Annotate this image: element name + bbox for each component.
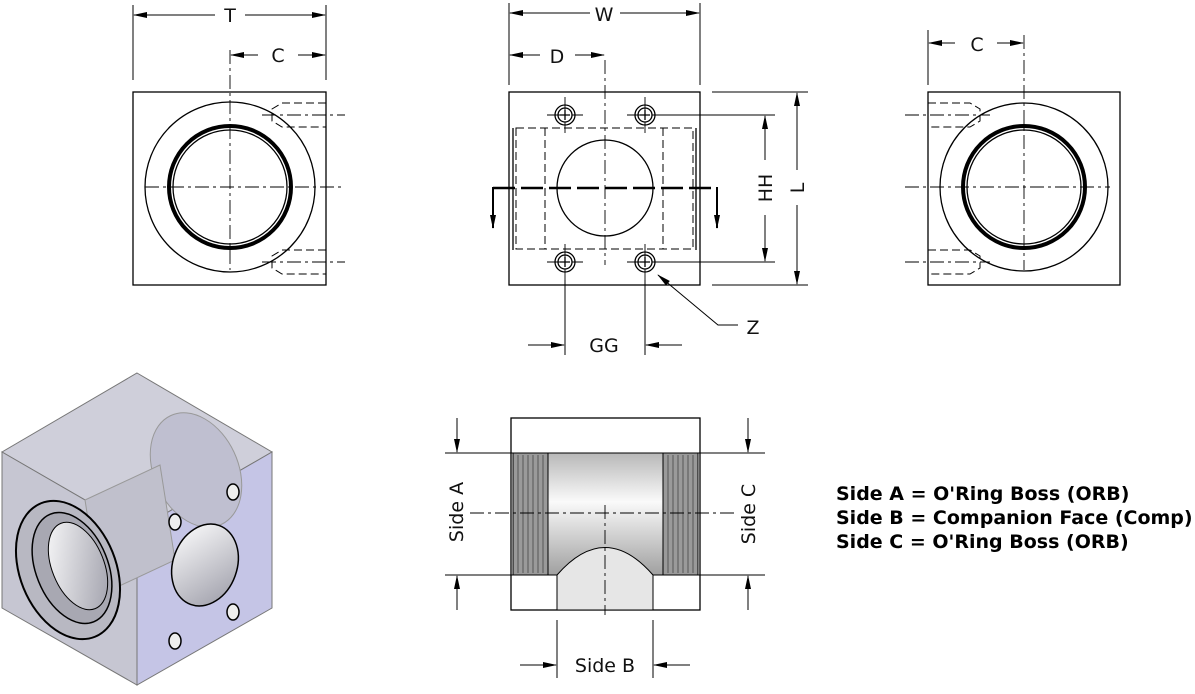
dim-hh-label: HH: [755, 174, 777, 203]
dim-d-label: D: [550, 46, 565, 68]
dim-t-label: T: [223, 5, 236, 27]
legend-line-side-a: Side A = O'Ring Boss (ORB): [836, 483, 1129, 505]
side-a-label: Side A: [446, 482, 468, 542]
center-top-view: [490, 3, 808, 355]
dim-c-label-left: C: [271, 45, 284, 67]
dim-w-label: W: [595, 4, 614, 26]
dim-gg-label: GG: [589, 335, 618, 357]
dim-c-label-right: C: [970, 34, 983, 56]
legend-line-side-c: Side C = O'Ring Boss (ORB): [836, 531, 1129, 553]
right-side-view: [905, 30, 1121, 286]
isometric-view: [1, 372, 273, 686]
side-b-label: Side B: [575, 655, 635, 677]
side-legend: Side A = O'Ring Boss (ORB) Side B = Comp…: [836, 483, 1193, 553]
side-c-label: Side C: [738, 484, 760, 544]
section-view: [445, 417, 765, 678]
dim-l-label: L: [787, 182, 809, 193]
legend-line-side-b: Side B = Companion Face (Comp): [836, 507, 1193, 529]
dim-z-label: Z: [746, 317, 759, 339]
bolt-holes: [547, 97, 663, 280]
left-side-view: [132, 5, 345, 286]
